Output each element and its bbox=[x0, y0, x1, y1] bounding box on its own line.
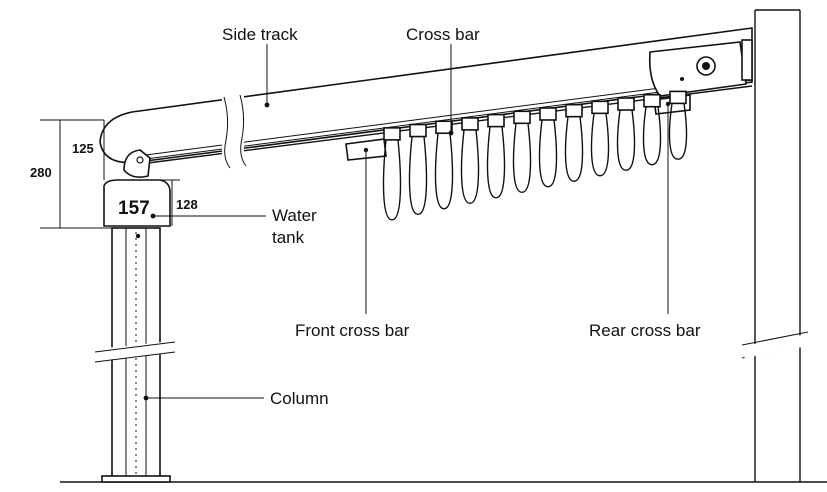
label-water-tank-line2: tank bbox=[272, 228, 305, 247]
dim-128: 128 bbox=[176, 197, 198, 212]
carrier-block bbox=[435, 120, 453, 135]
carrier-block bbox=[617, 97, 635, 111]
fabric-loop bbox=[668, 103, 688, 160]
dim-157: 157 bbox=[118, 198, 150, 219]
fabric-loop bbox=[590, 113, 610, 177]
dim-125: 125 bbox=[72, 141, 94, 156]
label-cross-bar: Cross bar bbox=[406, 25, 480, 44]
dim-280: 280 bbox=[30, 165, 52, 180]
fabric-loop bbox=[434, 133, 454, 210]
label-front-cross-bar: Front cross bar bbox=[295, 321, 410, 340]
label-rear-cross-bar: Rear cross bar bbox=[589, 321, 701, 340]
fabric-loop bbox=[564, 116, 584, 182]
fabric-loop bbox=[460, 129, 480, 205]
carrier-block bbox=[539, 107, 557, 121]
carrier-block bbox=[487, 113, 505, 128]
fabric-loop bbox=[486, 126, 506, 199]
fabric-loops bbox=[382, 90, 688, 221]
fabric-loop bbox=[512, 123, 532, 193]
fabric-loop bbox=[408, 136, 428, 216]
label-water-tank-line1: Water bbox=[272, 206, 317, 225]
carrier-block bbox=[591, 100, 609, 115]
fabric-loop bbox=[382, 139, 402, 221]
side-track bbox=[99, 27, 753, 178]
front-column bbox=[94, 227, 176, 483]
carrier-block bbox=[383, 127, 401, 141]
label-column: Column bbox=[270, 389, 329, 408]
carrier-block bbox=[461, 117, 479, 131]
fabric-loop bbox=[538, 119, 558, 188]
rear-column bbox=[741, 9, 810, 482]
carrier-block bbox=[513, 110, 531, 125]
label-side-track: Side track bbox=[222, 25, 298, 44]
dimension-lines bbox=[40, 119, 180, 229]
carrier-block bbox=[669, 90, 687, 105]
carrier-block bbox=[643, 93, 661, 108]
fabric-loop bbox=[642, 106, 662, 166]
carrier-block bbox=[565, 103, 583, 118]
carrier-block bbox=[409, 123, 427, 138]
leader-lines bbox=[146, 44, 669, 399]
fabric-loop bbox=[616, 109, 636, 171]
